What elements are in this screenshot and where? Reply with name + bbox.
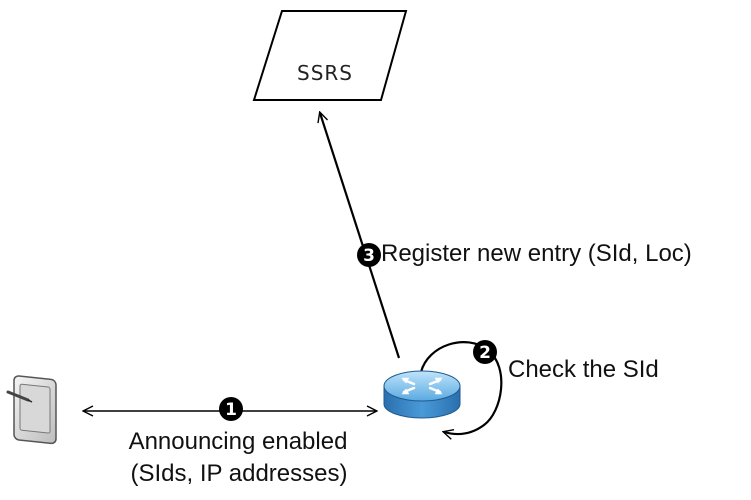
step-3-label: Register new entry (SId, Loc): [381, 240, 692, 267]
register-arrow: [320, 113, 401, 359]
step-2-label: Check the SId: [508, 356, 659, 383]
ssrs-server-shape: [252, 10, 408, 101]
tablet-stylus-icon: [6, 375, 57, 445]
step-1-badge: 1: [219, 397, 243, 421]
step-1-label-line1: Announcing enabled: [129, 428, 348, 455]
check-loop-arrow: [419, 341, 503, 434]
router-icon: [383, 370, 461, 419]
svg-text:1: 1: [225, 400, 237, 420]
step-3-badge: 3: [357, 243, 381, 267]
ssrs-server: SSRS: [252, 10, 408, 101]
step-2-badge: 2: [473, 340, 497, 364]
svg-text:3: 3: [363, 246, 375, 266]
step-1-label-line2: (SIds, IP addresses): [131, 460, 348, 487]
ssrs-server-label: SSRS: [297, 61, 353, 85]
svg-text:2: 2: [479, 343, 491, 363]
